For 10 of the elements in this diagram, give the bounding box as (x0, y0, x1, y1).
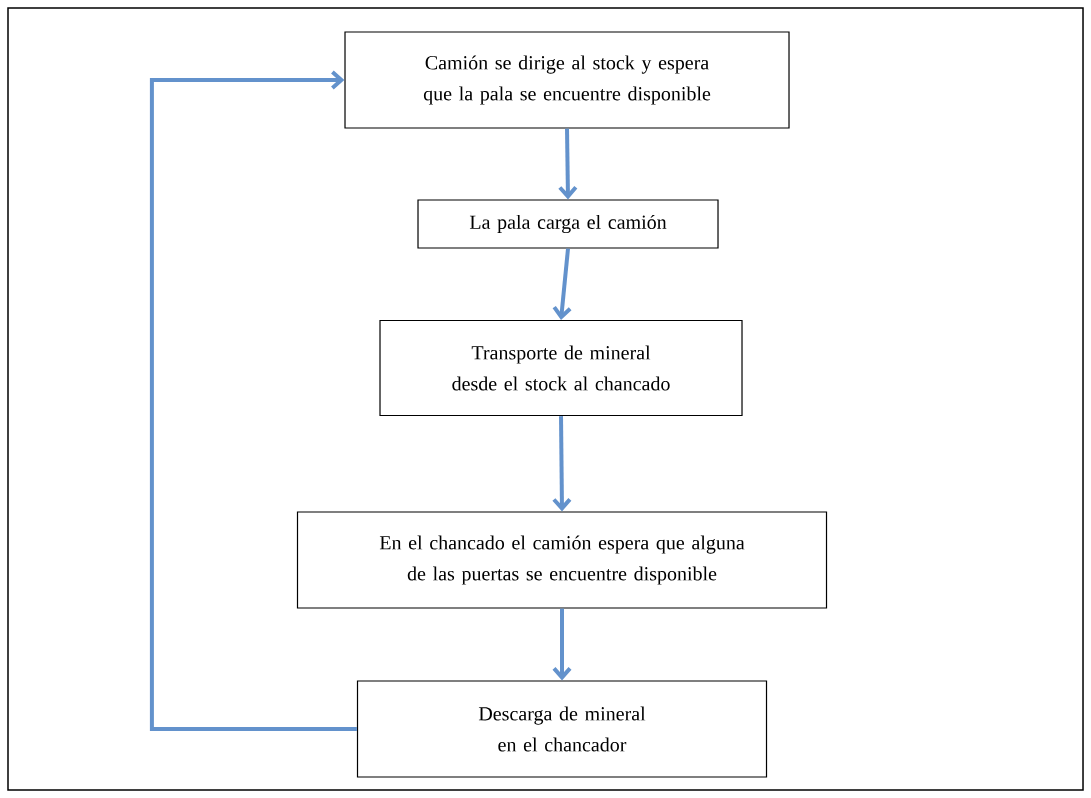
process-box: Transporte de mineral desde el stock al chancado (379, 319, 743, 417)
arrow (552, 608, 572, 681)
arrow (149, 70, 357, 731)
process-box: Descarga de mineral en el chancador (356, 680, 768, 778)
arrow (552, 416, 572, 512)
arrow (552, 248, 572, 320)
arrow (558, 128, 578, 200)
process-box: En el chancado el camión espera que alguna de las puertas se encuentre disponible (296, 511, 828, 609)
process-box: La pala carga el camión (417, 199, 719, 249)
process-box: Camión se dirige al stock y espera que la pala se encuentre disponible (344, 31, 790, 129)
